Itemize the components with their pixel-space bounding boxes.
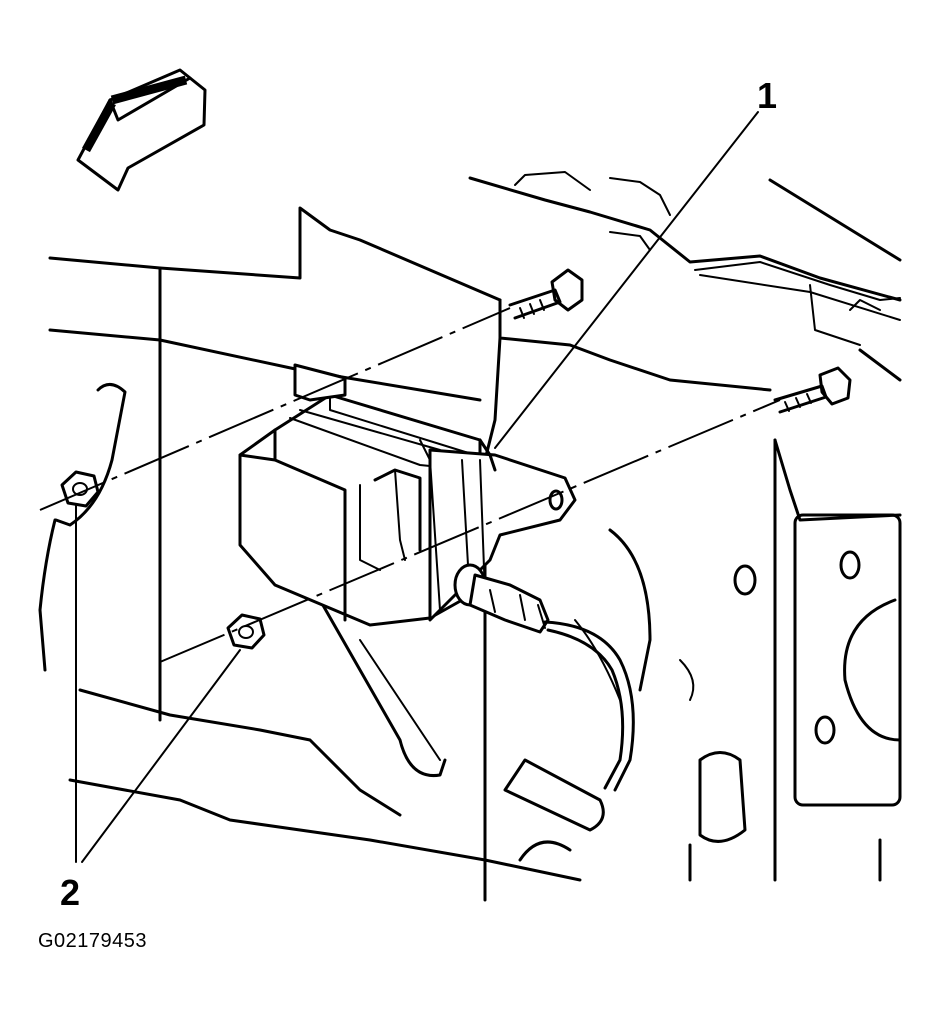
leader-lines <box>75 111 759 863</box>
nut-icon <box>60 470 266 650</box>
right-bolt <box>773 366 852 414</box>
module <box>238 363 577 627</box>
bolt-icon <box>508 268 852 414</box>
callout-label-1: 1 <box>757 75 777 116</box>
alignment-lines <box>39 307 781 663</box>
figure-id: G02179453 <box>38 930 148 952</box>
direction-arrow-icon <box>76 68 207 192</box>
upper-bolt <box>508 268 584 320</box>
lower-nut <box>226 613 266 650</box>
connector-icon <box>453 563 635 792</box>
vehicle-body-structure <box>38 171 902 902</box>
callout-label-2: 2 <box>60 872 80 913</box>
